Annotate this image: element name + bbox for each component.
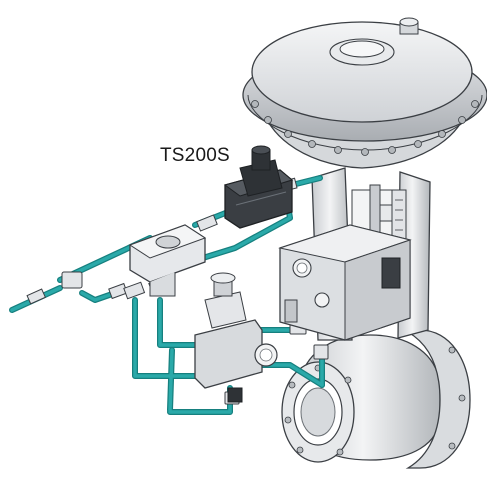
ts200s-label: TS200S [160, 145, 230, 166]
diaphragm-actuator [242, 17, 487, 169]
valve-body [281, 329, 471, 469]
air-filter-regulator-block [128, 224, 207, 297]
vent-plug [399, 17, 419, 35]
valve-positioner [278, 224, 412, 341]
inlet-flange [281, 361, 355, 463]
ts200s-regulator [223, 145, 294, 229]
actuator-bolts [251, 100, 479, 156]
positioner-gauges [292, 258, 330, 308]
outlet-flange [405, 329, 471, 469]
lower-pressure-regulator [194, 272, 278, 403]
